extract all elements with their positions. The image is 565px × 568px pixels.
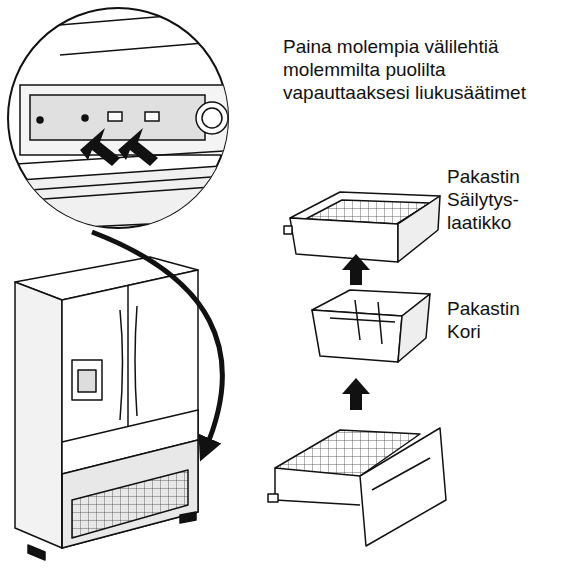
- callout-label: Paina molempia välilehtiä molemmilta puo…: [283, 36, 545, 104]
- freezer-basket: [312, 290, 430, 362]
- detail-inset: [0, 8, 240, 230]
- callout-label: Pakastin Kori: [447, 298, 547, 344]
- pointer-arrow: [92, 232, 222, 450]
- storage-box: [284, 192, 440, 262]
- up-arrow: [342, 378, 370, 410]
- refrigerator: [15, 257, 198, 560]
- callout-label: Pakastin Säilytys- laatikko: [447, 166, 547, 234]
- freezer-drawer: [268, 428, 446, 546]
- up-arrow: [342, 254, 370, 285]
